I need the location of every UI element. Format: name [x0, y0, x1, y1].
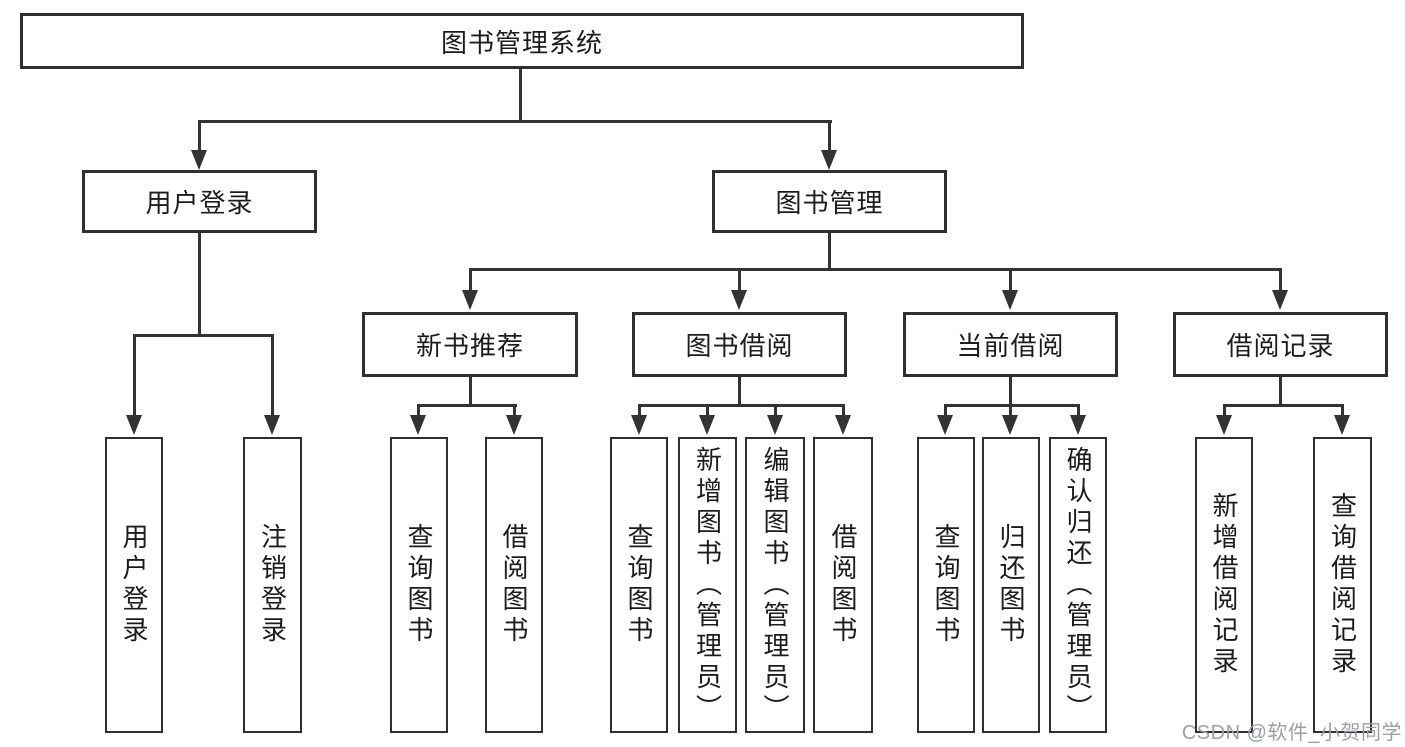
leaf-label: 新增图书（管理员）: [692, 445, 723, 725]
connector-line: [706, 404, 709, 419]
connector-line: [417, 404, 517, 407]
connector-line: [519, 68, 522, 122]
leaf-logout: 注销登录: [243, 437, 302, 733]
connector-line: [828, 232, 831, 271]
leaf-label: 编辑图书（管理员）: [760, 445, 790, 725]
arrow-down-icon: [1002, 415, 1018, 435]
leaf-label: 借阅图书: [828, 523, 858, 647]
connector-line: [469, 268, 472, 294]
connector-line: [638, 404, 641, 419]
leaf-label: 查询借阅记录: [1327, 492, 1358, 678]
leaf-borrowing-borrow-books: 借阅图书: [813, 437, 873, 733]
leaf-user-login: 用户登录: [105, 437, 163, 733]
leaf-edit-book-admin: 编辑图书（管理员）: [745, 437, 805, 733]
connector-line: [738, 377, 741, 407]
leaf-label: 新增借阅记录: [1209, 492, 1239, 678]
connector-line: [774, 404, 777, 419]
connector-line: [469, 268, 1282, 271]
connector-line: [1009, 377, 1012, 407]
connector-line: [1341, 404, 1344, 419]
leaf-label: 注销登录: [257, 523, 288, 647]
connector-line: [133, 334, 136, 419]
arrow-down-icon: [264, 415, 280, 435]
connector-line: [469, 377, 472, 407]
node-library-management-system: 图书管理系统: [20, 13, 1024, 69]
leaf-label: 借阅图书: [499, 523, 529, 647]
connector-line: [1009, 268, 1012, 294]
leaf-add-borrow-record: 新增借阅记录: [1195, 437, 1253, 733]
connector-line: [944, 404, 1080, 407]
arrow-down-icon: [191, 150, 207, 170]
leaf-current-query-books: 查询图书: [917, 437, 975, 733]
watermark: CSDN @软件_小贺同学: [1181, 722, 1402, 744]
arrow-down-icon: [506, 415, 522, 435]
leaf-borrowing-query-books: 查询图书: [610, 437, 668, 733]
node-user-login: 用户登录: [82, 170, 317, 233]
arrow-down-icon: [1334, 415, 1350, 435]
connector-line: [133, 334, 274, 337]
arrow-down-icon: [835, 415, 851, 435]
arrow-down-icon: [767, 415, 783, 435]
arrow-down-icon: [731, 290, 747, 310]
leaf-add-book-admin: 新增图书（管理员）: [678, 437, 737, 733]
connector-line: [1223, 404, 1344, 407]
arrow-down-icon: [821, 150, 837, 170]
arrow-down-icon: [1272, 290, 1288, 310]
connector-line: [1279, 268, 1282, 294]
leaf-confirm-return-admin: 确认归还（管理员）: [1049, 437, 1107, 733]
connector-line: [198, 232, 201, 337]
connector-line: [198, 120, 832, 123]
connector-line: [513, 404, 516, 419]
arrow-down-icon: [1216, 415, 1232, 435]
connector-line: [198, 120, 201, 152]
connector-line: [842, 404, 845, 419]
leaf-query-borrow-record: 查询借阅记录: [1313, 437, 1372, 733]
connector-line: [944, 404, 947, 419]
connector-line: [1279, 377, 1282, 407]
leaf-label: 确认归还（管理员）: [1063, 445, 1093, 725]
leaf-label: 归还图书: [996, 523, 1026, 647]
arrow-down-icon: [462, 290, 478, 310]
node-borrowing-records: 借阅记录: [1173, 312, 1388, 377]
arrow-down-icon: [1070, 415, 1086, 435]
connector-line: [638, 404, 845, 407]
arrow-down-icon: [126, 415, 142, 435]
leaf-label: 查询图书: [931, 523, 961, 647]
connector-line: [738, 268, 741, 294]
connector-line: [1009, 404, 1012, 419]
connector-line: [1223, 404, 1226, 419]
connector-line: [417, 404, 420, 419]
arrow-down-icon: [631, 415, 647, 435]
arrow-down-icon: [699, 415, 715, 435]
leaf-return-book: 归还图书: [982, 437, 1040, 733]
node-new-book-recommendation: 新书推荐: [362, 312, 578, 377]
connector-line: [271, 334, 274, 419]
arrow-down-icon: [937, 415, 953, 435]
leaf-label: 查询图书: [404, 523, 434, 647]
leaf-recommend-query-books: 查询图书: [390, 437, 448, 733]
connector-line: [1077, 404, 1080, 419]
arrow-down-icon: [410, 415, 426, 435]
node-book-management: 图书管理: [712, 170, 947, 233]
arrow-down-icon: [1002, 290, 1018, 310]
leaf-label: 查询图书: [624, 523, 654, 647]
node-current-borrowing: 当前借阅: [903, 312, 1118, 377]
leaf-label: 用户登录: [119, 523, 149, 647]
connector-line: [828, 120, 831, 152]
leaf-recommend-borrow-books: 借阅图书: [485, 437, 543, 733]
node-book-borrowing: 图书借阅: [632, 312, 847, 377]
